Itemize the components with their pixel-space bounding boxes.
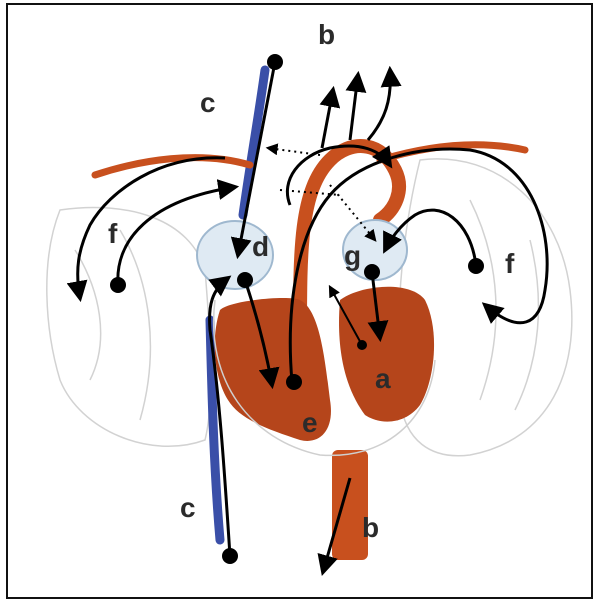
descending-aorta <box>332 450 368 560</box>
superior-vena-cava <box>243 70 265 215</box>
dot-left-atrium <box>364 264 380 280</box>
label-d: d <box>252 231 269 262</box>
dot-left-ventricle <box>357 340 367 350</box>
label-a: a <box>375 363 391 394</box>
dotted-arrow-left <box>268 148 320 155</box>
label-g: g <box>344 240 361 271</box>
dot-svc <box>267 54 283 70</box>
arrow-vessel-to-left-lung <box>78 158 225 298</box>
label-c-top: c <box>200 87 216 118</box>
dot-ivc <box>222 548 238 564</box>
dot-left-lung <box>110 277 126 293</box>
arrow-aorta-branch-2 <box>350 75 358 140</box>
label-c-bottom: c <box>180 492 196 523</box>
pulmonary-vessel-left <box>95 158 250 175</box>
label-f-left: f <box>108 218 118 249</box>
dot-right-atrium <box>237 272 253 288</box>
label-f-right: f <box>505 248 515 279</box>
left-ventricle <box>339 287 434 422</box>
arrow-aorta-branch-1 <box>322 90 333 148</box>
label-e: e <box>302 407 318 438</box>
label-b-bottom: b <box>362 512 379 543</box>
dot-right-ventricle <box>286 374 302 390</box>
arrow-aorta-branch-3 <box>368 70 390 140</box>
label-b-top: b <box>318 19 335 50</box>
pulmonary-vessel-right <box>380 145 525 160</box>
dot-right-lung <box>468 258 484 274</box>
